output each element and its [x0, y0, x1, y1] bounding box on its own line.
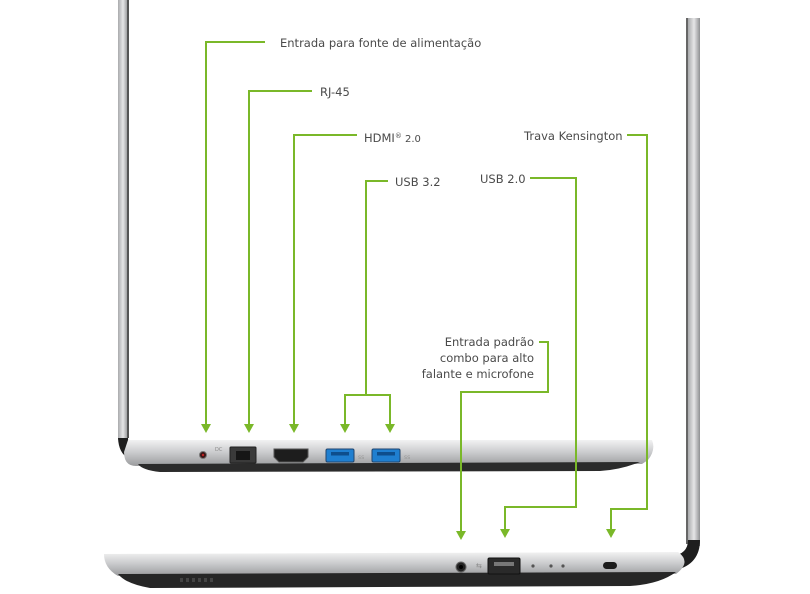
kensington-slot — [603, 562, 617, 569]
label-usb32-text: USB 3.2 — [395, 175, 441, 189]
right-laptop-lid — [688, 18, 700, 546]
callout-line-kensington — [610, 134, 648, 530]
callout-line-rj45 — [248, 90, 312, 425]
label-audio-line-1: Entrada padrão — [444, 335, 534, 349]
svg-text:ss: ss — [358, 454, 364, 461]
label-audio-line-3: falante e microfone — [421, 367, 534, 381]
label-rj45-text: RJ-45 — [320, 85, 350, 99]
callout-line-usb20 — [504, 177, 577, 530]
label-power-input: Entrada para fonte de alimentação — [280, 36, 481, 50]
callout-line-usb32-split — [344, 394, 391, 425]
label-kensington: Trava Kensington — [524, 129, 623, 143]
callout-line-usb32 — [365, 180, 388, 395]
label-hdmi-registered: ® — [394, 132, 402, 140]
label-power-input-text: Entrada para fonte de alimentação — [280, 36, 482, 50]
hdmi-port — [273, 448, 309, 463]
callout-line-audio — [460, 341, 549, 532]
right-laptop-base — [104, 552, 685, 576]
label-rj45: RJ-45 — [320, 85, 350, 99]
label-usb20: USB 2.0 — [480, 172, 526, 186]
label-usb32: USB 3.2 — [395, 175, 441, 189]
label-usb20-text: USB 2.0 — [480, 172, 526, 186]
label-audio-combo: Entrada padrão combo para alto falante e… — [422, 334, 534, 382]
svg-text:⇆: ⇆ — [476, 562, 482, 570]
label-hdmi-text: HDMI — [364, 131, 395, 145]
callout-arrowheads — [201, 424, 616, 540]
callout-lines — [205, 41, 648, 532]
callout-line-power — [205, 41, 265, 425]
label-kensington-text: Trava Kensington — [524, 129, 623, 143]
label-audio-line-2: combo para alto — [439, 351, 534, 365]
svg-text:ss: ss — [404, 454, 410, 461]
right-laptop: ⇆ — [104, 18, 700, 588]
callout-line-hdmi — [293, 134, 357, 425]
left-laptop: DC ss ss — [118, 0, 654, 472]
label-hdmi: HDMI® 2.0 — [364, 129, 421, 147]
left-laptop-lid — [118, 0, 128, 440]
label-hdmi-version: 2.0 — [401, 134, 421, 145]
svg-text:DC: DC — [215, 447, 223, 453]
